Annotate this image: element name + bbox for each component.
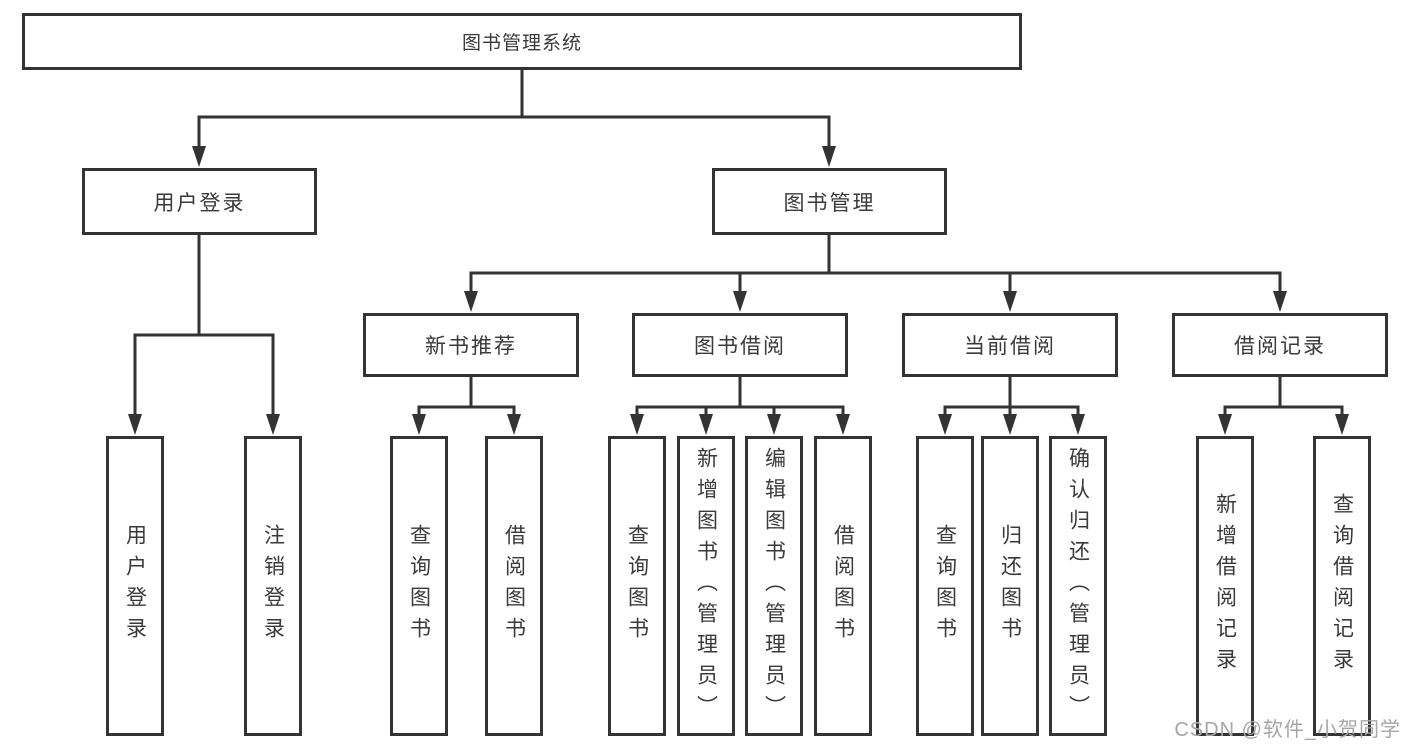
arrow-icon [733,291,747,312]
leaf-borrow-books-borrow: 借阅图书 [814,436,872,736]
leaf-borrow-books-recommend: 借阅图书 [485,436,543,736]
leaf-edit-books-admin: 编辑图书（管理员） [745,436,803,736]
node-book-management-label: 图书管理 [783,191,876,215]
leaf-label: 新增借阅记录 [1213,493,1237,679]
leaf-label: 注销登录 [261,524,285,648]
arrow-icon [266,414,280,435]
arrow-icon [1335,414,1349,435]
leaf-add-books-admin: 新增图书（管理员） [677,436,735,736]
leaf-return-books: 归还图书 [981,436,1039,736]
arrow-icon [464,291,478,312]
leaf-user-login: 用户登录 [106,436,164,736]
leaf-confirm-return-admin: 确认归还（管理员） [1049,436,1107,736]
node-book-management: 图书管理 [712,168,947,235]
node-user-login-label: 用户登录 [153,191,246,215]
arrow-icon [1071,414,1085,435]
arrow-icon [192,146,206,167]
arrow-icon [699,414,713,435]
arrow-icon [630,414,644,435]
arrow-icon [1218,414,1232,435]
arrow-icon [1003,291,1017,312]
leaf-label: 借阅图书 [502,524,526,648]
node-borrow-records-label: 借阅记录 [1234,335,1326,358]
node-root-label: 图书管理系统 [461,33,582,54]
arrow-icon [1273,291,1287,312]
arrow-icon [128,414,142,435]
leaf-label: 借阅图书 [831,524,855,648]
leaf-label: 用户登录 [123,524,147,648]
arrow-icon [836,414,850,435]
leaf-query-borrow-record: 查询借阅记录 [1313,436,1371,736]
arrow-icon [938,414,952,435]
leaf-query-books-recommend: 查询图书 [390,436,448,736]
node-new-book-recommend: 新书推荐 [363,313,579,377]
arrow-icon [507,414,521,435]
leaf-query-books-current: 查询图书 [916,436,974,736]
node-root: 图书管理系统 [22,13,1022,70]
leaf-label: 查询借阅记录 [1330,493,1354,679]
leaf-label: 确认归还（管理员） [1066,446,1090,726]
node-current-borrow-label: 当前借阅 [964,335,1056,358]
leaf-label: 归还图书 [998,524,1022,648]
leaf-query-books-borrow: 查询图书 [608,436,666,736]
node-user-login: 用户登录 [82,168,317,235]
csdn-watermark: CSDN @软件_小贺同学 [1174,719,1401,741]
arrow-icon [822,146,836,167]
leaf-label: 查询图书 [933,524,957,648]
leaf-label: 查询图书 [625,524,649,648]
arrow-icon [1003,414,1017,435]
leaf-add-borrow-record: 新增借阅记录 [1196,436,1254,736]
tree-connectors [133,70,1344,420]
leaf-label: 编辑图书（管理员） [762,446,786,726]
node-book-borrow-label: 图书借阅 [694,335,786,358]
node-new-book-recommend-label: 新书推荐 [425,335,517,358]
node-borrow-records: 借阅记录 [1172,313,1388,377]
arrow-icon [767,414,781,435]
leaf-label: 新增图书（管理员） [694,446,718,726]
leaf-logout: 注销登录 [244,436,302,736]
node-current-borrow: 当前借阅 [902,313,1118,377]
leaf-label: 查询图书 [407,524,431,648]
node-book-borrow: 图书借阅 [632,313,848,377]
arrow-icon [412,414,426,435]
arrowhead-icons [128,146,1349,435]
